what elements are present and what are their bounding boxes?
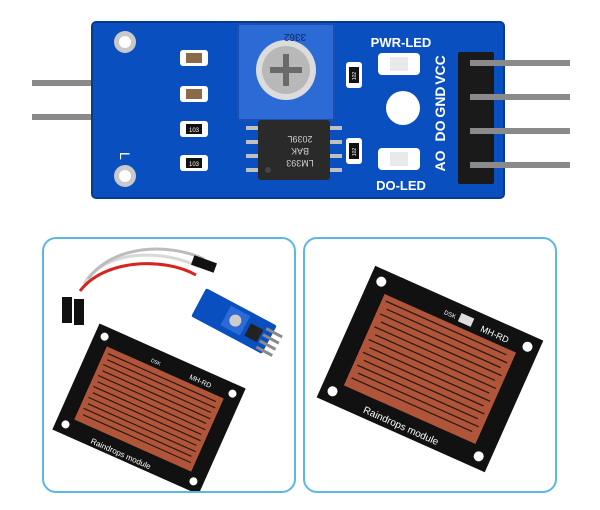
pin-label-do: DO [432,120,448,141]
pwr-led-label: PWR-LED [371,35,432,50]
capacitor [180,86,208,102]
pin-label-vcc: VCC [432,55,448,85]
svg-text:103: 103 [189,128,200,134]
sensor-photo-panel: Raindrops module MH-RD DSK [303,237,557,493]
kit-photo-panel: Raindrops module MH-RD DSK [42,237,296,493]
resistor: 102 [346,62,362,88]
svg-text:LM393: LM393 [286,158,314,168]
svg-text:103: 103 [189,162,200,168]
capacitor [180,50,208,66]
jumper-wires [62,247,217,325]
svg-text:2039L: 2039L [287,134,312,144]
svg-text:BAK: BAK [291,146,309,156]
mount-hole-large [386,91,420,125]
resistor: 103 [180,155,208,171]
svg-text:102: 102 [352,148,358,157]
side-label: L [117,152,133,160]
rain-sensor-plate-large: Raindrops module MH-RD DSK [316,265,544,473]
pwr-led [378,53,420,75]
lm393-chip: LM393 BAK 2039L [246,120,342,180]
control-board: L 103 103 102 102 3362 LM393 B [32,21,570,199]
svg-text:102: 102 [352,72,358,81]
do-led-label: DO-LED [376,178,426,193]
rain-sensor-plate: Raindrops module MH-RD DSK [52,323,246,491]
resistor: 102 [346,138,362,164]
svg-text:3362: 3362 [283,31,306,42]
sensor-dsk-label: DSK [443,310,457,321]
potentiometer: 3362 [237,23,335,121]
pin-label-ao: AO [432,150,448,171]
do-led [378,148,420,170]
right-header-pins [458,52,570,184]
svg-text:DSK: DSK [150,358,162,368]
pin-label-gnd: GND [432,86,448,117]
resistor: 103 [180,121,208,137]
small-control-board [191,288,283,357]
